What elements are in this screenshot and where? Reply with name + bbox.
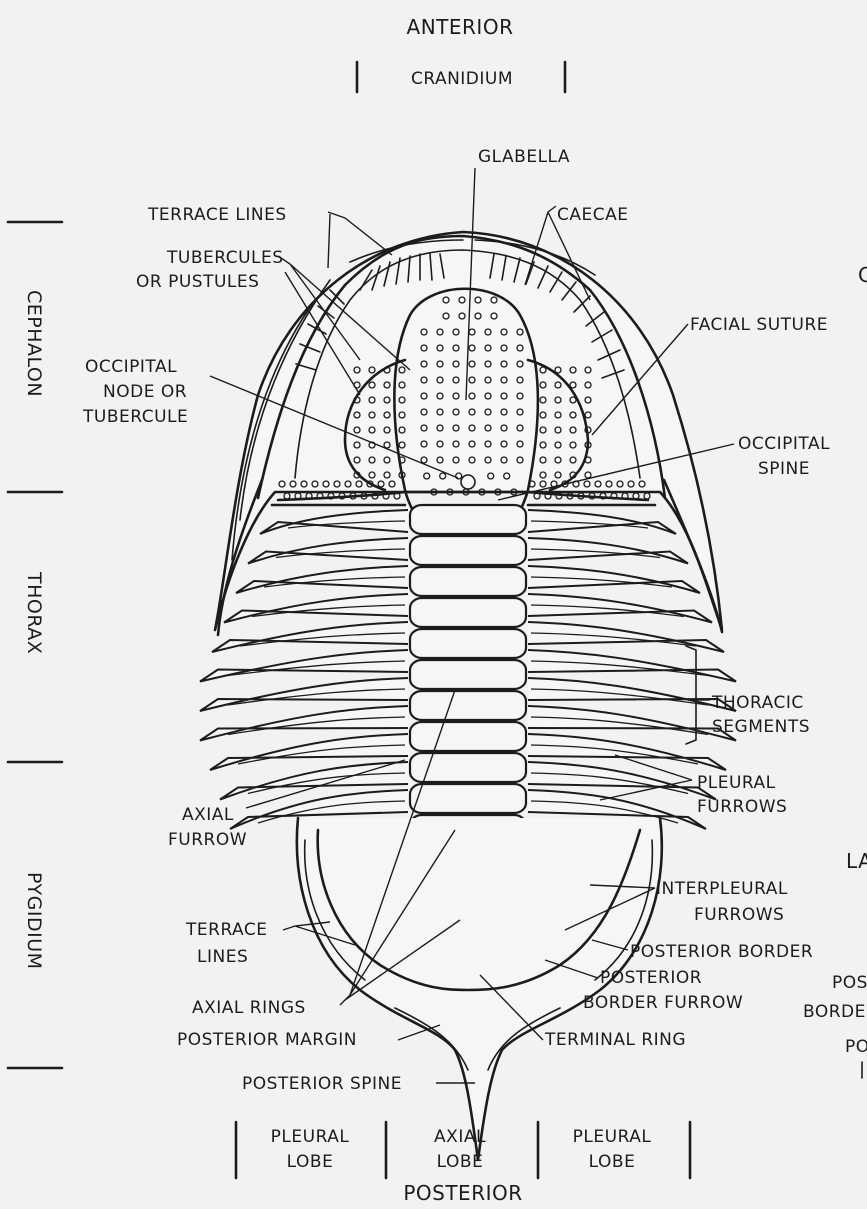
svg-text:SEGMENTS: SEGMENTS — [712, 717, 810, 737]
svg-text:OCCIPITAL: OCCIPITAL — [85, 357, 177, 377]
axial-ring — [410, 598, 526, 627]
posterior-margin-label: POSTERIOR MARGIN — [177, 1030, 357, 1050]
left-pleura — [224, 594, 408, 623]
left-pleural-lobe-label: PLEURAL LOBE — [271, 1127, 350, 1172]
cranidium-label: CRANIDIUM — [411, 69, 513, 89]
left-pleura — [236, 566, 408, 593]
right-pleura — [528, 594, 712, 623]
svg-text:FURROW: FURROW — [168, 830, 247, 850]
svg-text:AXIAL: AXIAL — [182, 805, 234, 825]
svg-text:LOBE: LOBE — [437, 1152, 484, 1172]
edge-fragment-pos: POS — [832, 973, 867, 993]
cephalon-label: CEPHALON — [23, 290, 45, 397]
right-pleural-lobe-label: PLEURAL LOBE — [573, 1127, 652, 1172]
axial-ring — [410, 722, 526, 751]
svg-text:FURROWS: FURROWS — [694, 905, 784, 925]
svg-text:PLEURAL: PLEURAL — [573, 1127, 652, 1147]
axial-rings-label: AXIAL RINGS — [192, 998, 306, 1018]
right-pleura — [528, 566, 700, 593]
pygidium-label: PYGIDIUM — [23, 872, 45, 970]
svg-text:OCCIPITAL: OCCIPITAL — [738, 434, 830, 454]
svg-text:BORDER FURROW: BORDER FURROW — [583, 993, 743, 1013]
svg-text:NODE OR: NODE OR — [103, 382, 187, 402]
terrace-lines-bottom-label: TERRACE LINES — [185, 920, 268, 967]
edge-fragment-po: PO — [845, 1037, 867, 1057]
axial-ring — [410, 505, 526, 534]
right-pleura — [528, 622, 724, 652]
posterior-label: POSTERIOR — [403, 1181, 522, 1205]
svg-text:LOBE: LOBE — [287, 1152, 334, 1172]
pustule — [284, 493, 290, 499]
anterior-label: ANTERIOR — [407, 15, 514, 39]
svg-text:FURROWS: FURROWS — [697, 797, 787, 817]
thorax-label: THORAX — [23, 571, 45, 654]
svg-text:AXIAL: AXIAL — [434, 1127, 486, 1147]
axial-ring — [410, 784, 526, 813]
left-pleura — [200, 678, 408, 711]
terminal-ring-label: TERMINAL RING — [544, 1030, 686, 1050]
svg-text:TUBERCULE: TUBERCULE — [82, 407, 188, 427]
glabella-label: GLABELLA — [478, 147, 570, 167]
posterior-border-label: POSTERIOR BORDER — [630, 942, 813, 962]
svg-text:SPINE: SPINE — [758, 459, 810, 479]
right-pleura — [528, 678, 736, 711]
axial-ring — [410, 629, 526, 658]
pustule — [644, 493, 650, 499]
axial-ring — [410, 691, 526, 720]
axial-ring — [410, 536, 526, 565]
left-pleura — [212, 622, 408, 652]
svg-text:LINES: LINES — [197, 947, 248, 967]
posterior-spine-label: POSTERIOR SPINE — [242, 1074, 402, 1094]
edge-fragment-borde: BORDE — [803, 1002, 866, 1022]
svg-text:PLEURAL: PLEURAL — [271, 1127, 350, 1147]
svg-text:THORACIC: THORACIC — [711, 693, 804, 713]
svg-text:PLEURAL: PLEURAL — [697, 773, 776, 793]
occipital-spine-label: OCCIPITAL SPINE — [738, 434, 830, 479]
interpleural-furrows-label: INTERPLEURAL FURROWS — [656, 879, 788, 925]
caecae-label: CAECAE — [557, 205, 628, 225]
svg-text:POSTERIOR: POSTERIOR — [600, 968, 702, 988]
tubercules-label: TUBERCULES OR PUSTULES — [136, 248, 284, 292]
thoracic-segments-label: THORACIC SEGMENTS — [711, 693, 810, 737]
svg-text:OR PUSTULES: OR PUSTULES — [136, 272, 259, 292]
left-pleura — [248, 538, 408, 564]
axial-ring — [410, 567, 526, 596]
posterior-border-furrow-label: POSTERIOR BORDER FURROW — [583, 968, 743, 1013]
axial-ring — [410, 660, 526, 689]
edge-fragment-la: LA — [846, 849, 867, 873]
left-pleura — [200, 650, 408, 682]
svg-text:TUBERCULES: TUBERCULES — [166, 248, 284, 268]
edge-fragment-c: C — [858, 263, 867, 287]
terrace-lines-top-label: TERRACE LINES — [147, 205, 287, 225]
axial-ring — [410, 753, 526, 782]
occipital-node-label: OCCIPITAL NODE OR TUBERCULE — [82, 357, 188, 427]
right-pleura — [528, 538, 688, 564]
svg-text:LOBE: LOBE — [589, 1152, 636, 1172]
svg-text:TERRACE: TERRACE — [185, 920, 268, 940]
svg-text:INTERPLEURAL: INTERPLEURAL — [656, 879, 788, 899]
trilobite-body — [200, 232, 736, 1160]
right-pleura — [528, 650, 736, 682]
facial-suture-label: FACIAL SUTURE — [690, 315, 828, 335]
